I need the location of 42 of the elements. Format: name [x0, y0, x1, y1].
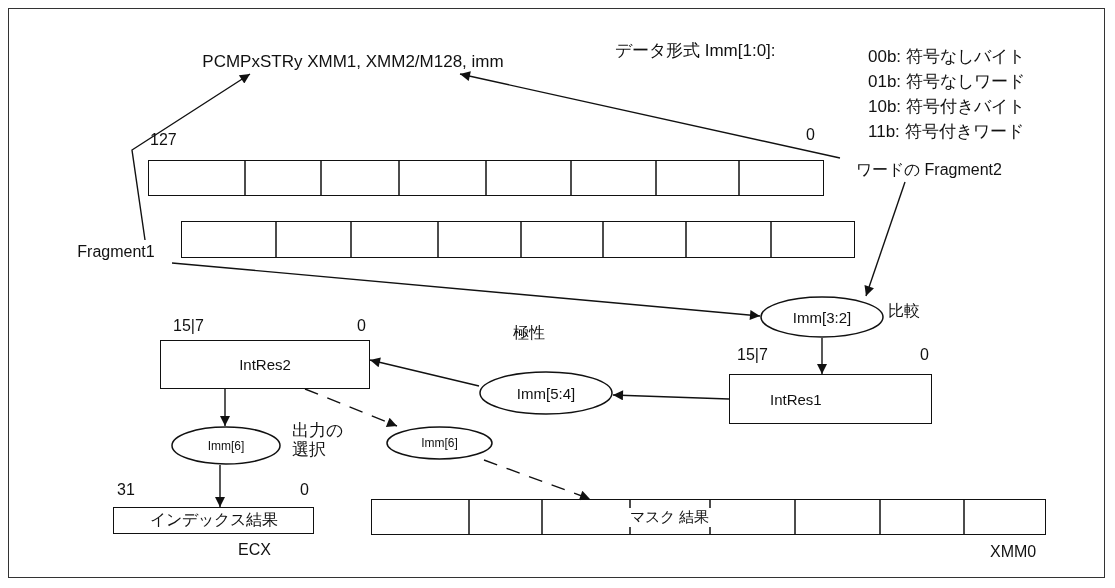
bit-index: 127	[150, 131, 177, 149]
index-result-box: インデックス結果	[113, 507, 314, 534]
arrow	[131, 73, 251, 241]
mask-register-bar: マスク 結果	[371, 499, 1046, 535]
arrow	[369, 357, 480, 387]
dashed-arrow	[483, 459, 591, 501]
register-bar	[148, 160, 824, 196]
arrow	[864, 181, 906, 297]
operation-label: 出力の選択	[292, 422, 344, 460]
legend-entry: 11b: 符号付きワード	[868, 123, 1024, 142]
immediate-ellipse: Imm[5:4]	[479, 371, 613, 415]
bit-index: 0	[300, 481, 309, 499]
bit-index: 0	[920, 346, 929, 364]
operation-label: 極性	[513, 324, 545, 342]
bit-index: 0	[806, 126, 815, 144]
arrow	[171, 262, 761, 321]
bit-index: 15|7	[173, 317, 204, 335]
arrow	[459, 71, 841, 159]
arrow	[220, 388, 230, 427]
bit-index: 15|7	[737, 346, 768, 364]
dashed-arrow	[304, 388, 398, 427]
result-register-box: IntRes2	[160, 340, 370, 389]
result-register-box: IntRes1	[729, 374, 932, 424]
instruction-text: PCMPxSTRy XMM1, XMM2/M128, imm	[148, 50, 558, 74]
arrow	[612, 390, 730, 401]
arrow	[215, 464, 225, 508]
arrow	[817, 337, 827, 375]
register-name: ECX	[238, 541, 271, 559]
legend-title: データ形式 Imm[1:0]:	[615, 42, 776, 61]
immediate-ellipse: Imm[6]	[171, 426, 281, 465]
legend-entry: 10b: 符号付きバイト	[868, 98, 1025, 117]
legend-entry: 00b: 符号なしバイト	[868, 48, 1025, 67]
bit-index: 0	[357, 317, 366, 335]
register-name: XMM0	[990, 543, 1037, 561]
register-bar	[181, 221, 855, 258]
fragment-label: ワードの Fragment2	[840, 158, 1018, 182]
immediate-ellipse: Imm[6]	[386, 426, 493, 460]
legend-entry: 01b: 符号なしワード	[868, 73, 1025, 92]
immediate-ellipse: Imm[3:2]	[760, 296, 884, 338]
operation-label: 比較	[888, 302, 920, 320]
fragment-label: Fragment1	[60, 240, 172, 264]
bit-index: 31	[117, 481, 135, 499]
